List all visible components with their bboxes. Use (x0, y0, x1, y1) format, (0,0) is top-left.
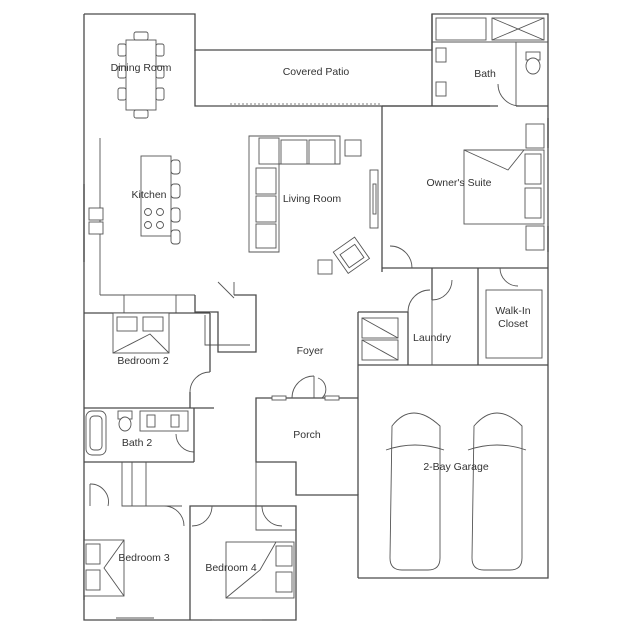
living-room-label: Living Room (283, 193, 342, 205)
bath-2-label: Bath 2 (122, 437, 153, 449)
bedroom-4-label: Bedroom 4 (205, 562, 257, 574)
laundry-label: Laundry (413, 332, 452, 344)
bath-label: Bath (474, 68, 496, 80)
dining-room-label: Dining Room (111, 62, 172, 74)
bedroom-3-label: Bedroom 3 (118, 552, 170, 564)
walk-in-closet-label-line1: Walk-In (495, 305, 530, 317)
owners-suite-furniture (382, 105, 549, 269)
kitchen-label: Kitchen (131, 189, 166, 201)
laundry-fixtures (358, 279, 453, 365)
dining-table (117, 31, 165, 119)
walk-in-closet-label-line2: Closet (498, 318, 528, 330)
bedroom-4-furniture (191, 462, 296, 621)
living-room-furniture (248, 106, 383, 275)
room-labels: Dining Room Covered Patio Bath Kitchen L… (111, 62, 531, 574)
walk-in-closet-outline (431, 267, 543, 365)
kitchen-fixtures (83, 138, 195, 314)
bath-2-fixtures (84, 408, 195, 463)
garage-cars (385, 412, 527, 571)
bedroom-2-furniture (83, 312, 190, 409)
porch-label: Porch (293, 429, 321, 441)
bedroom-3-furniture (83, 462, 185, 619)
foyer-label: Foyer (297, 345, 324, 357)
bedroom-2-label: Bedroom 2 (117, 355, 169, 367)
owners-bath-fixtures (431, 14, 548, 107)
covered-patio-label: Covered Patio (283, 66, 350, 78)
front-door (271, 375, 340, 401)
owners-suite-label: Owner's Suite (426, 177, 491, 189)
covered-patio-outline (194, 50, 432, 107)
garage-label: 2-Bay Garage (423, 461, 489, 473)
